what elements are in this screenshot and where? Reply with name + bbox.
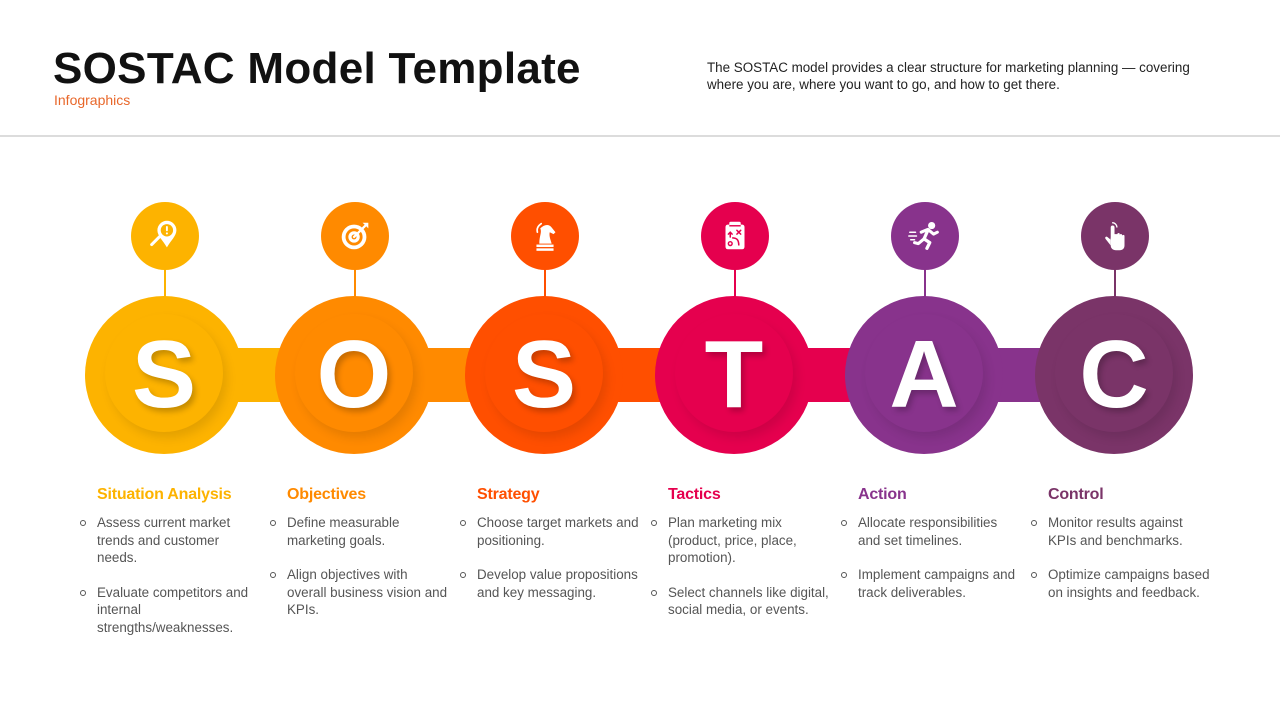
stage-4-icon-badge: [701, 202, 769, 270]
stage-6-letter-circle: C: [1035, 296, 1193, 454]
stage-title: Objectives: [287, 486, 366, 503]
list-item: Evaluate competitors and internal streng…: [80, 584, 260, 637]
list-item: Monitor results against KPIs and benchma…: [1031, 514, 1211, 549]
stage-letter: S: [511, 321, 577, 428]
bullet-icon: [841, 572, 847, 578]
stage-2-letter-circle: O: [275, 296, 433, 454]
stage-4-letter-circle: T: [655, 296, 813, 454]
pointing-hand-icon: [1105, 222, 1125, 251]
stage-3-icon-badge: [511, 202, 579, 270]
stage-1-icon-badge: [131, 202, 199, 270]
stage-title: Situation Analysis: [97, 486, 232, 503]
stage-3-letter-circle: S: [465, 296, 623, 454]
bullet-icon: [80, 589, 86, 596]
bullet-icon: [460, 572, 466, 578]
bullet-icon: [651, 589, 657, 596]
list-item: Choose target markets and positioning.: [460, 514, 640, 549]
stage-5-icon-badge: [891, 202, 959, 270]
stage-3-details: Strategy Choose target markets and posit…: [460, 486, 640, 618]
stage-title: Strategy: [477, 486, 540, 503]
stage-6-details: Control Monitor results against KPIs and…: [1031, 486, 1211, 618]
page-title: SOSTAC Model Template: [53, 44, 581, 93]
chess-knight-icon: [536, 222, 556, 251]
stage-letter: A: [889, 321, 959, 428]
bullet-icon: [460, 520, 466, 526]
header-divider: [0, 135, 1280, 137]
stage-letter: S: [131, 321, 197, 428]
list-item: Plan marketing mix (product, price, plac…: [651, 514, 831, 567]
bullet-icon: [651, 520, 657, 526]
bullet-icon: [1031, 572, 1037, 578]
stem-line: [164, 268, 166, 298]
stem-line: [544, 268, 546, 298]
list-item: Develop value propositions and key messa…: [460, 566, 640, 601]
page-subtitle: Infographics: [54, 92, 131, 108]
list-item: Assess current market trends and custome…: [80, 514, 260, 567]
bullet-icon: [270, 572, 276, 578]
running-person-icon: [908, 221, 939, 250]
list-item: Align objectives with overall business v…: [270, 566, 450, 619]
stem-line: [1114, 268, 1116, 298]
stage-2-details: Objectives Define measurable marketing g…: [270, 486, 450, 636]
stage-5-letter-circle: A: [845, 296, 1003, 454]
list-item: Optimize campaigns based on insights and…: [1031, 566, 1211, 601]
list-item: Select channels like digital, social med…: [651, 584, 831, 619]
stage-1-letter-circle: S: [85, 296, 243, 454]
search-alert-pin-icon: [150, 220, 177, 248]
stage-1-details: Situation Analysis Assess current market…: [80, 486, 260, 653]
list-item: Allocate responsibilities and set timeli…: [841, 514, 1021, 549]
stage-2-icon-badge: [321, 202, 389, 270]
stem-line: [924, 268, 926, 298]
stage-title: Control: [1048, 486, 1104, 503]
bullet-icon: [841, 520, 847, 526]
stage-5-details: Action Allocate responsibilities and set…: [841, 486, 1021, 618]
stem-line: [734, 268, 736, 298]
stage-letter: T: [704, 321, 764, 428]
clipboard-plan-icon: [725, 221, 745, 250]
stage-title: Action: [858, 486, 907, 503]
stage-4-details: Tactics Plan marketing mix (product, pri…: [651, 486, 831, 636]
stage-6-icon-badge: [1081, 202, 1149, 270]
target-icon: [341, 222, 369, 250]
list-item: Implement campaigns and track deliverabl…: [841, 566, 1021, 601]
bullet-icon: [270, 520, 276, 526]
stage-letter: C: [1079, 321, 1149, 428]
stage-title: Tactics: [668, 486, 721, 503]
bullet-icon: [80, 520, 86, 526]
list-item: Define measurable marketing goals.: [270, 514, 450, 549]
page-description: The SOSTAC model provides a clear struct…: [707, 60, 1190, 92]
stem-line: [354, 268, 356, 298]
stage-letter: O: [316, 321, 392, 428]
bullet-icon: [1031, 520, 1037, 526]
